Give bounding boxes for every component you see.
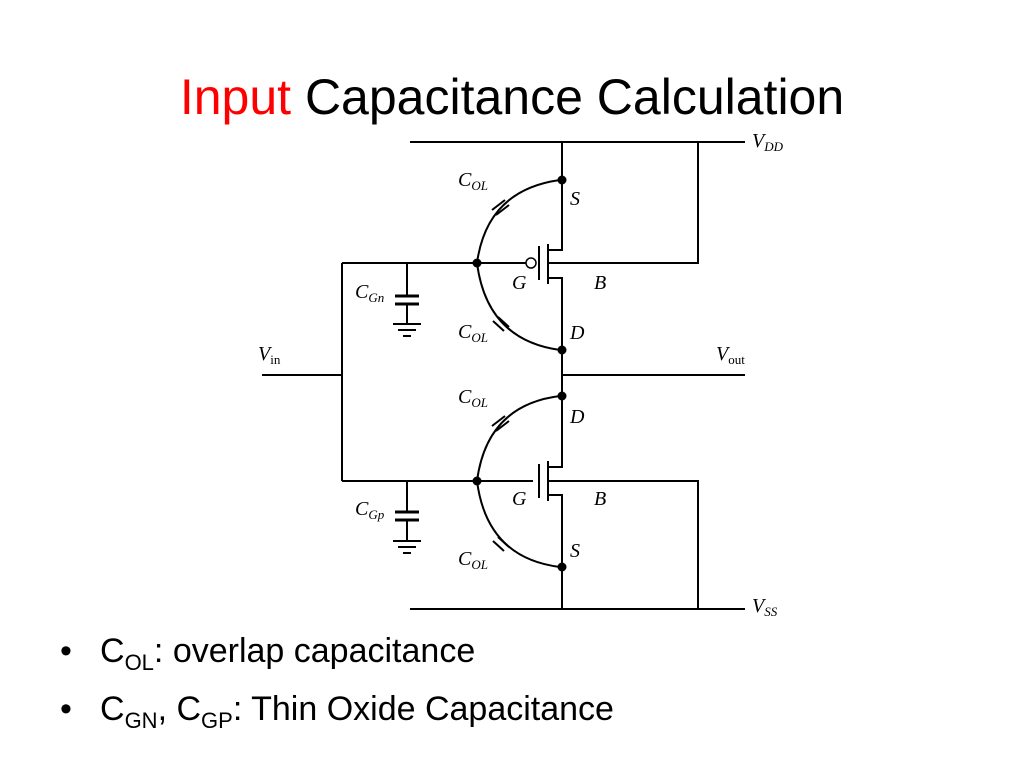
junction-dot <box>557 391 567 401</box>
pmos-s-label: S <box>570 188 580 210</box>
col-cap-3 <box>491 415 510 432</box>
col-arc-pmos-source <box>476 179 561 264</box>
nmos-source-wire <box>548 494 563 609</box>
col-label-1: COL <box>458 169 488 193</box>
title-rest: Capacitance Calculation <box>304 69 845 125</box>
pmos-drain-wire <box>548 277 563 375</box>
nmos-drain-wire <box>548 375 563 468</box>
vdd-label: VDD <box>752 130 784 154</box>
bullet-dot-icon: • <box>60 690 72 728</box>
col-cap-2 <box>492 316 510 332</box>
junction-dot <box>472 258 482 268</box>
junction-dot <box>557 345 567 355</box>
bullet-list: •COL: overlap capacitance •CGN, CGP: Thi… <box>60 622 1000 738</box>
nmos-g-label: G <box>512 488 527 510</box>
pmos-gate-bubble <box>525 257 537 269</box>
pmos-source-wire <box>548 142 563 251</box>
bullet-dot-icon: • <box>60 632 72 670</box>
bullet-item-col: •COL: overlap capacitance <box>60 622 1000 680</box>
col-arc-pmos-drain <box>476 262 561 351</box>
bullet-item-cgn-cgp: •CGN, CGP: Thin Oxide Capacitance <box>60 680 1000 738</box>
col-label-3: COL <box>458 386 488 410</box>
pmos-d-label: D <box>569 322 585 344</box>
nmos-s-label: S <box>570 540 580 562</box>
cgp-label: CGp <box>355 498 385 522</box>
pmos-b-label: B <box>594 272 606 294</box>
junction-dot <box>557 175 567 185</box>
slide-title: Input Capacitance Calculation <box>0 62 1024 132</box>
junction-dot <box>557 562 567 572</box>
junction-dot <box>472 476 482 486</box>
pmos-g-label: G <box>512 272 527 294</box>
vout-label: Vout <box>716 343 745 367</box>
vin-label: Vin <box>258 343 281 367</box>
col-cap-1 <box>491 199 510 216</box>
nmos-d-label: D <box>569 406 585 428</box>
col-label-4: COL <box>458 548 488 572</box>
col-label-2: COL <box>458 321 488 345</box>
pmos-bulk-wire <box>558 142 699 264</box>
vss-label: VSS <box>752 595 778 619</box>
nmos-b-label: B <box>594 488 606 510</box>
title-accent: Input <box>179 69 292 125</box>
col-arc-nmos-drain <box>476 395 561 482</box>
cgn-label: CGn <box>355 281 384 305</box>
col-cap-4 <box>492 536 510 552</box>
nmos-bulk-wire <box>558 480 699 609</box>
